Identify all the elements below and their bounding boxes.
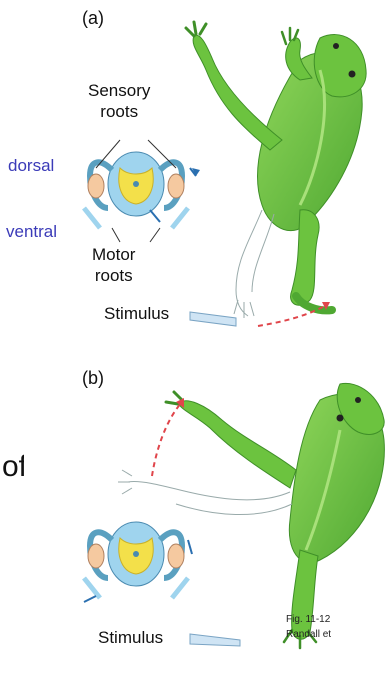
dorsal-label: dorsal [8,156,54,176]
caption-line1: Fig. 11-12 [286,612,331,627]
panel-a-label: (a) [82,8,104,29]
panel-b-label: (b) [82,368,104,389]
motor-roots-label: Motor roots [92,244,135,286]
ventral-label: ventral [6,222,57,242]
frog-b [118,383,384,648]
stimulus-label-a: Stimulus [104,304,169,324]
side-text: of [2,450,24,484]
sensory-line1: Sensory [88,80,150,101]
frog-a [186,22,366,318]
sensory-line2: roots [88,101,150,122]
motor-line1: Motor [92,244,135,265]
stimulus-label-b: Stimulus [98,628,163,648]
movement-arrow-b [152,402,182,476]
stimulus-wedge-b [190,634,240,646]
caption-line2: Randall et [286,627,331,642]
stimulus-wedge-a [190,312,236,326]
figure-caption: Fig. 11-12 Randall et [286,612,331,642]
spinal-cord-b [84,522,192,602]
motor-line2: roots [92,265,135,286]
sensory-roots-label: Sensory roots [88,80,150,122]
spinal-cord-a [84,140,200,242]
